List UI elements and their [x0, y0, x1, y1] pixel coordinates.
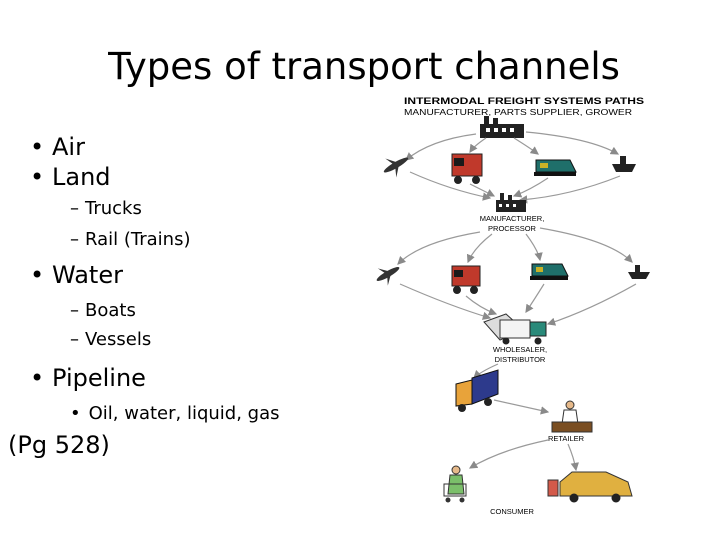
train-icon — [534, 159, 577, 176]
retailer-label: RETAILER — [548, 434, 585, 443]
bullet-label: Land — [52, 163, 111, 191]
diagram-subheader: MANUFACTURER, PARTS SUPPLIER, GROWER — [404, 108, 632, 117]
arrows-level-1 — [405, 131, 620, 161]
processor-label: MANUFACTURER, — [480, 214, 545, 223]
sub-bullet-vessels: –Vessels — [30, 328, 350, 360]
arrows-to-processor — [409, 171, 621, 204]
truck-icon-2 — [451, 265, 481, 294]
consumer-label: CONSUMER — [490, 507, 534, 516]
bullet-list: •Air •Land –Trucks –Rail (Trains) •Water… — [8, 132, 350, 460]
bullet-dot: • — [70, 403, 81, 424]
bullet-dot: • — [30, 163, 45, 191]
processor-label-2: PROCESSOR — [488, 224, 537, 233]
page-reference: (Pg 528) — [8, 431, 110, 459]
dash-marker: – — [70, 329, 79, 350]
sub-bullet-label: Trucks — [85, 198, 142, 219]
arrows-to-consumer — [468, 439, 579, 472]
diagram-header: INTERMODAL FREIGHT SYSTEMS PATHS — [404, 96, 644, 107]
bullet-label: Pipeline — [52, 364, 146, 392]
consumer-car-icon — [547, 471, 633, 503]
plane-icon-2 — [376, 267, 400, 286]
sub-bullet-trucks: –Trucks — [30, 192, 350, 226]
sub-bullet-boats: –Boats — [30, 294, 350, 328]
sub-bullet-label: Boats — [85, 300, 136, 321]
bullet-dot: • — [30, 133, 45, 161]
bullet-label: Air — [52, 133, 85, 161]
warehouse-icon — [483, 313, 547, 345]
bullet-air: •Air — [30, 132, 350, 162]
dash-marker: – — [70, 300, 79, 321]
arrows-to-retailer — [493, 399, 550, 415]
dash-marker: – — [70, 229, 79, 250]
slide-title: Types of transport channels — [108, 45, 620, 88]
sub-bullet-rail: –Rail (Trains) — [30, 226, 350, 256]
box-truck-icon — [455, 369, 499, 412]
ship-icon — [612, 156, 636, 172]
plane-icon — [383, 157, 409, 178]
sub-bullet-label: Rail (Trains) — [85, 229, 191, 250]
bullet-pipeline: •Pipeline — [30, 360, 350, 396]
sub-bullet-label: Oil, water, liquid, gas — [88, 403, 280, 424]
shopper-icon — [443, 465, 467, 503]
wholesaler-label: WHOLESALER, — [493, 345, 547, 354]
retailer-icon — [551, 400, 593, 433]
arrows-level-2 — [397, 227, 633, 265]
arrows-to-wholesaler — [399, 283, 637, 326]
bullet-water: •Water — [30, 256, 350, 294]
dash-marker: – — [70, 198, 79, 219]
bullet-dot: • — [30, 261, 45, 289]
bullet-label: Water — [52, 261, 123, 289]
ship-icon-2 — [628, 265, 650, 279]
truck-icon — [451, 153, 483, 184]
sub-bullet-label: Vessels — [85, 329, 152, 350]
bullet-land: •Land — [30, 162, 350, 192]
sub-bullet-pipeline-detail: • Oil, water, liquid, gas — [30, 396, 350, 430]
wholesaler-label-2: DISTRIBUTOR — [495, 355, 546, 364]
factory-icon — [480, 116, 524, 138]
bullet-dot: • — [30, 364, 45, 392]
train-icon-2 — [530, 263, 569, 280]
processor-factory-icon — [496, 193, 526, 212]
